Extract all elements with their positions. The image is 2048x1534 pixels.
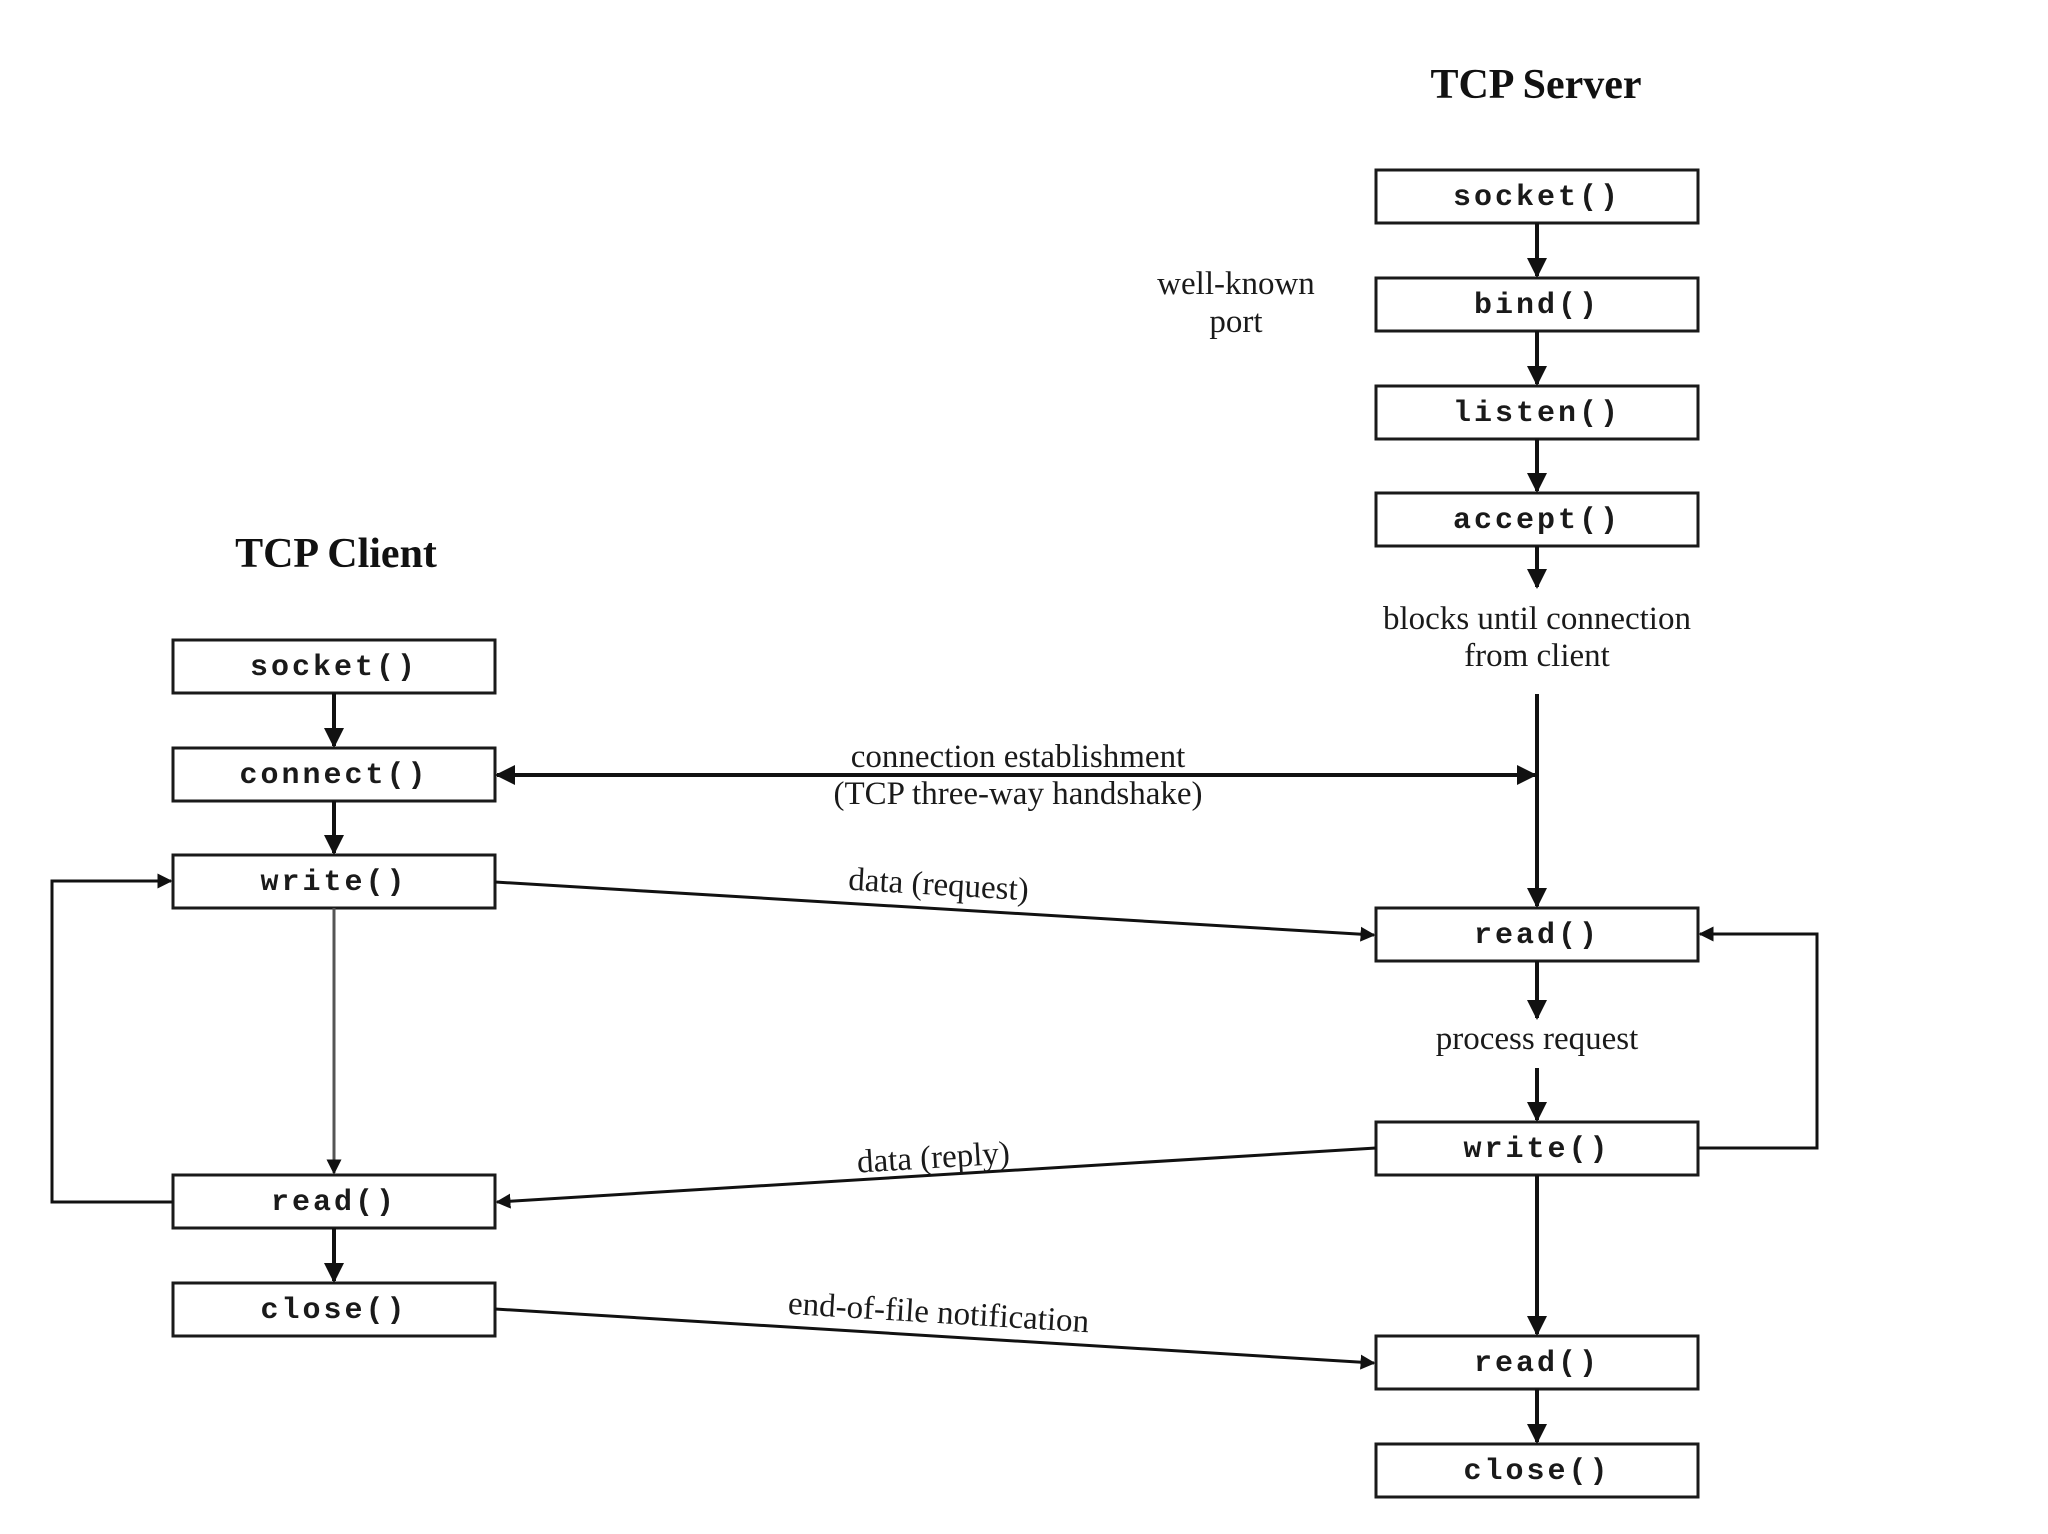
well-known-port-line1: well-known: [1157, 266, 1315, 302]
blocks-note-line2: from client: [1464, 638, 1610, 674]
client-read-box: read(): [171, 1173, 497, 1230]
client-loop-arrow: [50, 873, 173, 1204]
client-close-box: close(): [171, 1281, 497, 1338]
client-socket-label: socket(): [250, 651, 418, 685]
server-close-label: close(): [1463, 1455, 1610, 1489]
reply-arrow: [495, 1146, 1377, 1209]
server-listen-box: listen(): [1374, 384, 1700, 441]
client-connect-label: connect(): [239, 759, 428, 793]
server-socket-label: socket(): [1453, 181, 1621, 215]
process-request-note: process request: [1436, 1021, 1639, 1057]
client-write-box: write(): [171, 853, 497, 910]
server-accept-label: accept(): [1453, 504, 1621, 538]
blocks-note-line1: blocks until connection: [1383, 601, 1691, 637]
client-read-label: read(): [271, 1186, 397, 1220]
client-title: TCP Client: [235, 531, 437, 577]
server-read-eof-label: read(): [1474, 1347, 1600, 1381]
eof-arrow: [494, 1307, 1376, 1370]
server-read-label: read(): [1474, 919, 1600, 953]
server-title: TCP Server: [1430, 62, 1641, 108]
server-bind-box: bind(): [1374, 276, 1700, 333]
server-write-box: write(): [1374, 1120, 1700, 1177]
client-connect-box: connect(): [171, 746, 497, 803]
request-label: data (request): [847, 862, 1029, 909]
server-bind-label: bind(): [1474, 289, 1600, 323]
server-read-box: read(): [1374, 906, 1700, 963]
server-accept-box: accept(): [1374, 491, 1700, 548]
reply-label: data (reply): [856, 1135, 1011, 1180]
server-write-label: write(): [1463, 1133, 1610, 1167]
well-known-port-line2: port: [1209, 304, 1262, 340]
client-write-label: write(): [260, 866, 407, 900]
server-close-box: close(): [1374, 1442, 1700, 1499]
client-close-label: close(): [260, 1294, 407, 1328]
client-socket-box: socket(): [171, 638, 497, 695]
server-read-eof-box: read(): [1374, 1334, 1700, 1391]
server-listen-label: listen(): [1453, 397, 1621, 431]
request-arrow: [494, 880, 1376, 942]
connection-label-line1: connection establishment: [851, 739, 1186, 775]
connection-label-line2: (TCP three-way handshake): [834, 776, 1203, 812]
server-socket-box: socket(): [1374, 168, 1700, 225]
eof-label: end-of-file notification: [787, 1286, 1090, 1340]
server-loop-arrow: [1698, 926, 1819, 1150]
